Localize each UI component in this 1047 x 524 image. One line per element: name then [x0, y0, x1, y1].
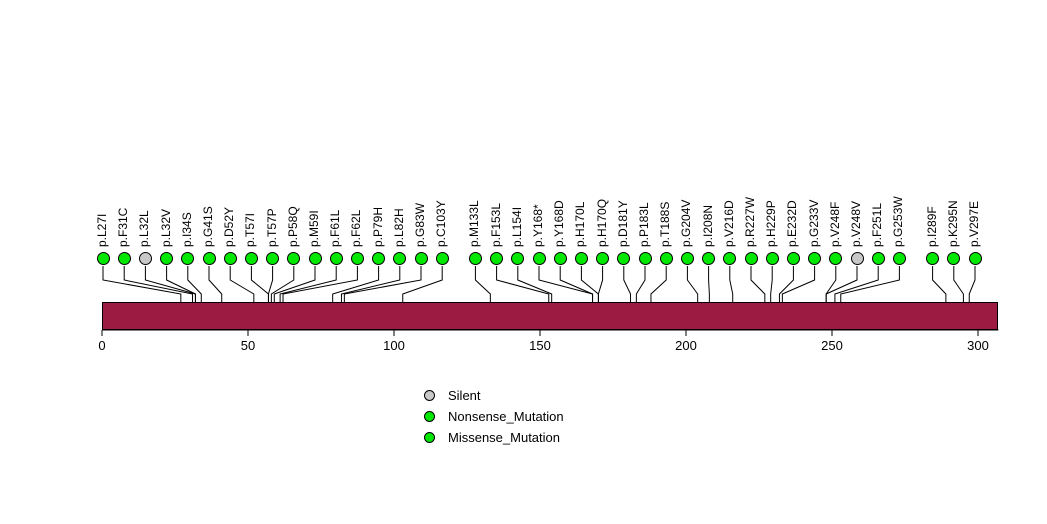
mutation-label: p.D181Y: [615, 200, 630, 247]
mutation-label: p.R227W: [743, 196, 757, 247]
mutation-dot[interactable]: [266, 251, 280, 265]
legend-swatch: [424, 432, 435, 443]
mutation-label: p.F153L: [488, 202, 503, 247]
mutation-label: p.G204V: [679, 199, 694, 247]
mutation-label: p.F251L: [870, 202, 885, 247]
mutation-dot[interactable]: [574, 251, 588, 265]
mutation-dot[interactable]: [138, 251, 152, 265]
mutation-label: p.G233V: [806, 199, 821, 247]
mutation-dot[interactable]: [829, 251, 843, 265]
mutation-dot[interactable]: [160, 251, 174, 265]
mutation-label: p.C103Y: [434, 200, 449, 247]
x-axis-tick-label: 250: [821, 338, 843, 353]
mutation-label: p.P79H: [370, 206, 385, 247]
x-axis-tick-label: 200: [675, 338, 697, 353]
mutation-dot[interactable]: [181, 251, 195, 265]
mutation-dot[interactable]: [596, 251, 610, 265]
mutation-label: p.T57I: [243, 212, 258, 247]
mutation-dot[interactable]: [287, 251, 301, 265]
mutation-label: p.M59I: [307, 210, 321, 247]
mutation-dot[interactable]: [372, 251, 386, 265]
mutation-dot[interactable]: [617, 251, 631, 265]
mutation-label: p.T188S: [658, 201, 673, 247]
mutation-dot[interactable]: [553, 251, 567, 265]
mutation-dot[interactable]: [947, 251, 961, 265]
mutation-label: p.P183L: [637, 202, 651, 247]
legend-label: Missense_Mutation: [448, 430, 560, 445]
x-axis-tick-label: 100: [383, 338, 405, 353]
mutation-dot[interactable]: [244, 251, 258, 265]
mutation-label: p.L154I: [509, 206, 524, 247]
x-axis-tick-label: 0: [98, 338, 106, 353]
mutation-label: p.L32L: [137, 210, 152, 247]
mutation-label: p.Y168D: [552, 200, 567, 247]
mutation-dot[interactable]: [117, 251, 131, 265]
mutation-dot[interactable]: [435, 251, 449, 265]
mutation-label: p.Y168*: [531, 204, 545, 247]
mutation-dot[interactable]: [786, 251, 800, 265]
mutation-dot[interactable]: [96, 251, 110, 265]
mutation-label: p.L82H: [391, 208, 406, 247]
mutation-label: p.K295N: [945, 200, 960, 247]
mutation-label: p.H229P: [764, 200, 779, 247]
mutation-label: p.G253W: [891, 196, 906, 247]
mutation-dot[interactable]: [723, 251, 737, 265]
mutation-label: p.E232D: [785, 200, 800, 247]
mutation-dot[interactable]: [850, 251, 864, 265]
x-axis-tick-label: 150: [529, 338, 551, 353]
mutation-label: p.D52Y: [222, 206, 237, 247]
mutation-label: p.H170L: [573, 201, 588, 247]
mutation-label: p.V248F: [827, 201, 842, 247]
mutation-label: p.T57P: [264, 208, 279, 247]
legend-swatch: [424, 390, 435, 401]
mutation-dot[interactable]: [393, 251, 407, 265]
mutation-label: p.I289F: [924, 206, 939, 247]
mutation-label: p.I208N: [700, 204, 715, 247]
mutation-dot[interactable]: [350, 251, 364, 265]
mutation-dot[interactable]: [468, 251, 482, 265]
mutation-dot[interactable]: [808, 251, 822, 265]
mutation-dot[interactable]: [744, 251, 758, 265]
mutation-dot[interactable]: [702, 251, 716, 265]
mutation-label: p.M133L: [467, 200, 482, 247]
mutation-dot[interactable]: [968, 251, 982, 265]
mutation-dot[interactable]: [638, 251, 652, 265]
mutation-dot[interactable]: [892, 251, 906, 265]
mutation-dot[interactable]: [926, 251, 940, 265]
mutation-label: p.L32V: [158, 208, 173, 247]
mutation-label: p.V297E: [967, 200, 981, 247]
mutation-dot[interactable]: [680, 251, 694, 265]
mutation-label: p.P58Q: [285, 206, 300, 247]
mutation-label: p.F61L: [328, 209, 343, 247]
mutation-dot[interactable]: [414, 251, 428, 265]
mutation-dot[interactable]: [490, 251, 504, 265]
mutation-label: p.F62L: [349, 209, 364, 247]
mutation-dot[interactable]: [308, 251, 322, 265]
mutation-dot[interactable]: [202, 251, 216, 265]
mutation-label: p.V248V: [849, 200, 863, 247]
mutation-dot[interactable]: [765, 251, 779, 265]
legend-label: Silent: [448, 388, 481, 403]
mutation-label: p.I34S: [179, 212, 194, 247]
mutation-label: p.L27I: [95, 213, 109, 247]
mutation-dot[interactable]: [532, 251, 546, 265]
x-axis-tick-label: 300: [967, 338, 989, 353]
mutation-dot[interactable]: [329, 251, 343, 265]
mutation-label: p.F31C: [116, 207, 131, 247]
mutation-dot[interactable]: [511, 251, 525, 265]
mutation-dot[interactable]: [871, 251, 885, 265]
protein-domain-bar: [102, 302, 999, 330]
legend-label: Nonsense_Mutation: [448, 409, 564, 424]
mutation-label: p.G83W: [413, 202, 427, 247]
mutation-dot[interactable]: [223, 251, 237, 265]
mutation-label: p.G41S: [201, 206, 215, 247]
x-axis-tick-label: 50: [240, 338, 256, 353]
mutation-label: p.V216D: [721, 200, 736, 247]
legend-swatch: [424, 411, 435, 422]
mutation-label: p.H170Q: [594, 198, 609, 247]
mutation-dot[interactable]: [659, 251, 673, 265]
